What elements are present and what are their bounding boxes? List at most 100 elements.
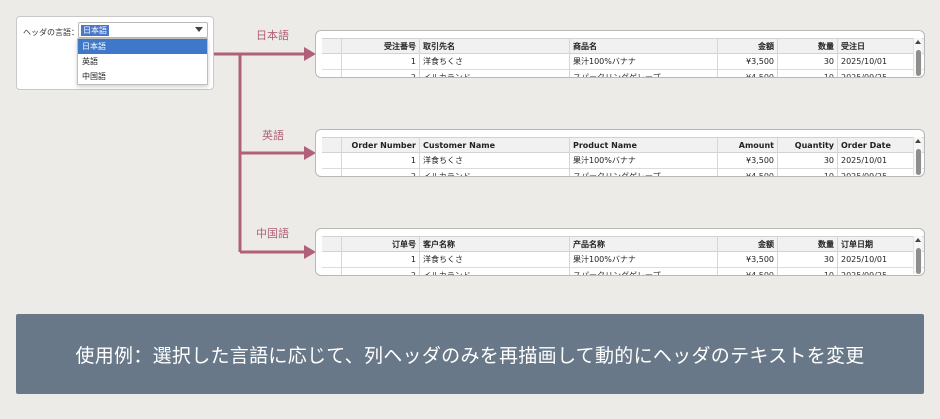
column-header[interactable]: Order Number xyxy=(342,138,420,154)
scrollbar-thumb[interactable] xyxy=(916,248,921,274)
table-row-partial[interactable]: 2 イルカランド スパークリングゲレープ ¥4,500 10 2025/09/2… xyxy=(322,268,924,276)
table-cell[interactable]: ¥3,500 xyxy=(718,153,778,169)
column-header[interactable]: 客户名称 xyxy=(420,237,570,253)
column-header[interactable]: Quantity xyxy=(778,138,838,154)
row-header[interactable] xyxy=(322,70,342,77)
caption-banner: 使用例：選択した言語に応じて、列ヘッダのみを再描画して動的にヘッダのテキストを変… xyxy=(16,314,924,394)
table-row-partial[interactable]: 2 イルカランド スパークリングゲレープ ¥4,500 10 2025/09/2… xyxy=(322,169,924,177)
row-header-corner xyxy=(322,237,342,253)
column-header[interactable]: 数量 xyxy=(778,39,838,55)
language-combobox-value: 日本語 xyxy=(81,25,109,36)
table-cell[interactable]: スパークリングゲレープ xyxy=(570,169,718,176)
header-language-label: ヘッダの言語： xyxy=(23,28,79,37)
table-cell[interactable]: イルカランド xyxy=(420,169,570,176)
table-row[interactable]: 1 洋食ちくさ 果汁100%バナナ ¥3,500 30 2025/10/01 xyxy=(322,252,924,268)
table-cell[interactable]: イルカランド xyxy=(420,268,570,275)
column-header[interactable]: 数量 xyxy=(778,237,838,253)
table-cell[interactable]: 1 xyxy=(342,54,420,70)
table-cell[interactable]: 10 xyxy=(778,70,838,77)
vertical-scrollbar[interactable] xyxy=(913,137,922,175)
row-header[interactable] xyxy=(322,252,342,268)
column-header[interactable]: 取引先名 xyxy=(420,39,570,55)
table-row[interactable]: 1 洋食ちくさ 果汁100%バナナ ¥3,500 30 2025/10/01 xyxy=(322,153,924,169)
column-header[interactable]: Customer Name xyxy=(420,138,570,154)
column-header[interactable]: 产品名称 xyxy=(570,237,718,253)
language-option-chinese[interactable]: 中国語 xyxy=(82,72,106,81)
scrollbar-thumb[interactable] xyxy=(916,149,921,175)
column-header[interactable]: 商品名 xyxy=(570,39,718,55)
vertical-scrollbar[interactable] xyxy=(913,38,922,76)
table-cell[interactable]: 10 xyxy=(778,268,838,275)
column-header[interactable]: 金额 xyxy=(718,237,778,253)
table-cell[interactable]: 果汁100%バナナ xyxy=(570,252,718,268)
data-grid-chinese[interactable]: 订单号 客户名称 产品名称 金额 数量 订单日期 1 洋食ちくさ 果汁100%バ… xyxy=(315,228,925,276)
language-combobox[interactable]: 日本語 xyxy=(78,22,208,38)
chevron-down-icon[interactable] xyxy=(195,27,203,32)
column-header[interactable]: Order Date xyxy=(841,141,891,150)
language-option-japanese[interactable]: 日本語 xyxy=(78,39,207,54)
arrowhead-chinese-icon xyxy=(304,245,316,259)
table-cell[interactable]: 果汁100%バナナ xyxy=(570,153,718,169)
table-cell[interactable]: 2025/10/01 xyxy=(841,156,888,165)
scroll-up-icon[interactable] xyxy=(915,139,921,143)
grid-header-row: 受注番号 取引先名 商品名 金額 数量 受注日 xyxy=(322,38,924,55)
table-cell[interactable]: 2 xyxy=(342,169,420,176)
column-header[interactable]: Product Name xyxy=(570,138,718,154)
table-cell[interactable]: 洋食ちくさ xyxy=(420,153,570,169)
row-header[interactable] xyxy=(322,268,342,275)
table-cell[interactable]: ¥3,500 xyxy=(718,54,778,70)
table-cell[interactable]: 洋食ちくさ xyxy=(420,252,570,268)
table-cell[interactable]: ¥4,500 xyxy=(718,268,778,275)
table-cell[interactable]: 2025/09/25 xyxy=(841,271,888,276)
column-header[interactable]: 订单号 xyxy=(342,237,420,253)
column-header[interactable]: 受注番号 xyxy=(342,39,420,55)
scroll-up-icon[interactable] xyxy=(915,238,921,242)
table-cell[interactable]: 1 xyxy=(342,252,420,268)
column-header[interactable]: 受注日 xyxy=(841,42,865,51)
data-grid-japanese[interactable]: 受注番号 取引先名 商品名 金額 数量 受注日 1 洋食ちくさ 果汁100%バナ… xyxy=(315,30,925,78)
row-header[interactable] xyxy=(322,169,342,176)
table-cell[interactable]: 果汁100%バナナ xyxy=(570,54,718,70)
row-header-corner xyxy=(322,138,342,154)
table-cell[interactable]: 1 xyxy=(342,153,420,169)
row-header[interactable] xyxy=(322,153,342,169)
table-cell[interactable]: スパークリングゲレープ xyxy=(570,70,718,77)
table-row-partial[interactable]: 2 イルカランド スパークリングゲレープ ¥4,500 10 2025/09/2… xyxy=(322,70,924,78)
grid-header-row: Order Number Customer Name Product Name … xyxy=(322,137,924,154)
table-cell[interactable]: 2 xyxy=(342,70,420,77)
data-grid-english[interactable]: Order Number Customer Name Product Name … xyxy=(315,129,925,177)
caption-text: 使用例：選択した言語に応じて、列ヘッダのみを再描画して動的にヘッダのテキストを変… xyxy=(75,344,865,367)
column-header[interactable]: 金額 xyxy=(718,39,778,55)
row-header-corner xyxy=(322,39,342,55)
table-cell[interactable]: 30 xyxy=(778,252,838,268)
table-cell[interactable]: 10 xyxy=(778,169,838,176)
connector-trunk xyxy=(214,52,242,252)
scrollbar-thumb[interactable] xyxy=(916,50,921,76)
row-header[interactable] xyxy=(322,54,342,70)
scroll-up-icon[interactable] xyxy=(915,40,921,44)
table-cell[interactable]: スパークリングゲレープ xyxy=(570,268,718,275)
arrowhead-japanese-icon xyxy=(304,47,316,61)
table-cell[interactable]: 2 xyxy=(342,268,420,275)
arrow-label-chinese: 中国語 xyxy=(256,227,289,240)
table-cell[interactable]: 30 xyxy=(778,153,838,169)
arrow-label-english: 英語 xyxy=(262,129,284,142)
table-cell[interactable]: 2025/09/25 xyxy=(841,73,888,78)
table-cell[interactable]: 2025/10/01 xyxy=(841,255,888,264)
table-cell[interactable]: ¥3,500 xyxy=(718,252,778,268)
vertical-scrollbar[interactable] xyxy=(913,236,922,274)
arrow-label-japanese: 日本語 xyxy=(256,29,289,42)
table-cell[interactable]: 30 xyxy=(778,54,838,70)
column-header[interactable]: 订单日期 xyxy=(841,240,873,249)
language-option-english[interactable]: 英語 xyxy=(82,57,98,66)
language-dropdown-list: 日本語 英語 中国語 xyxy=(77,38,208,85)
table-cell[interactable]: 洋食ちくさ xyxy=(420,54,570,70)
table-row[interactable]: 1 洋食ちくさ 果汁100%バナナ ¥3,500 30 2025/10/01 xyxy=(322,54,924,70)
table-cell[interactable]: イルカランド xyxy=(420,70,570,77)
column-header[interactable]: Amount xyxy=(718,138,778,154)
table-cell[interactable]: 2025/10/01 xyxy=(841,57,888,66)
table-cell[interactable]: ¥4,500 xyxy=(718,70,778,77)
table-cell[interactable]: 2025/09/25 xyxy=(841,172,888,177)
table-cell[interactable]: ¥4,500 xyxy=(718,169,778,176)
